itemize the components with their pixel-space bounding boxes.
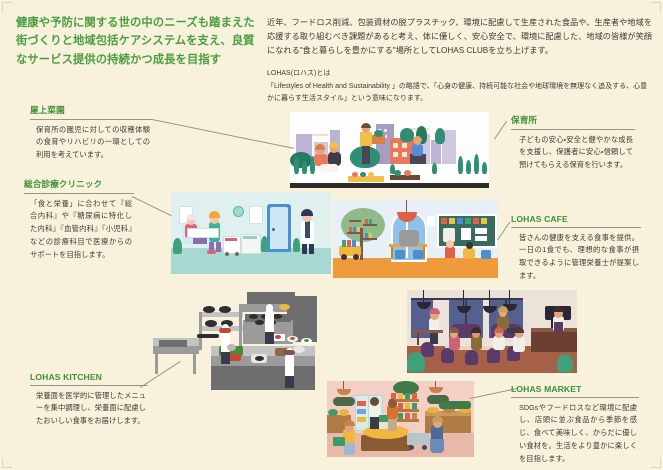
connector-cafe xyxy=(497,221,511,241)
callout-rooftop-garden-rule xyxy=(30,118,152,120)
connector-nursery xyxy=(494,120,508,140)
callout-rooftop-garden-title: 屋上菜園 xyxy=(30,105,65,115)
rooftop-illustration xyxy=(290,112,489,188)
callout-rooftop-garden-body: 保育所の園児に対しての収穫体験の食育やリハビリの一環としての利用を考えています。 xyxy=(36,124,150,160)
callout-cafe-body: 皆さんの健康を支える食事を提供。一日の1食でも、理想的な食事が摂取できるように管… xyxy=(519,232,639,281)
callout-nursery-body: 子どもの安心・安全と健やかな成長を支援し、保護者に安心・信頼して預けてもらえる保… xyxy=(519,134,633,170)
callout-nursery-title: 保育所 xyxy=(511,115,538,125)
callout-cafe-title: LOHAS CAFE xyxy=(511,214,568,224)
crop-mark-top-left xyxy=(2,2,12,12)
callout-clinic: 総合診療クリニック 「食と栄養」に合わせて『総合内科』や『糖尿病に特化した内科』… xyxy=(24,178,134,262)
nursery-illustration xyxy=(333,200,498,278)
lohas-definition-text: 「Lifestyles of Health and Sustainability… xyxy=(267,82,648,102)
callout-rooftop-garden: 屋上菜園 保育所の園児に対しての収穫体験の食育やリハビリの一環としての利用を考え… xyxy=(30,104,152,162)
lohas-definition-label: LOHAS(ロハス)とは xyxy=(267,70,331,77)
callout-cafe: LOHAS CAFE 皆さんの健康を支える食事を提供。一日の1食でも、理想的な食… xyxy=(511,214,641,283)
crop-mark-bottom-left xyxy=(2,458,12,468)
callout-kitchen: LOHAS KITCHEN 栄養面を医学的に管理したメニューを集中調理し、栄養面… xyxy=(30,372,148,428)
crop-mark-bottom-right xyxy=(651,458,661,468)
callout-kitchen-title: LOHAS KITCHEN xyxy=(30,372,102,382)
callout-market-body: SDGsやフードロスなど環境に配慮し、店頭に並ぶ食品から季節を感じ、食べて美味し… xyxy=(519,402,637,464)
callout-nursery-rule xyxy=(511,128,635,130)
callout-market-rule xyxy=(511,396,639,398)
market-illustration xyxy=(327,381,474,457)
callout-market-title: LOHAS MARKET xyxy=(511,384,582,394)
callout-clinic-title: 総合診療クリニック xyxy=(24,179,103,189)
kitchen-illustration xyxy=(135,292,325,397)
callout-clinic-body: 「食と栄養」に合わせて『総合内科』や『糖尿病に特化した内科』『血管内科』『小児科… xyxy=(30,198,132,260)
callout-cafe-rule xyxy=(511,226,641,228)
callout-kitchen-rule xyxy=(30,384,148,386)
callout-kitchen-body: 栄養面を医学的に管理したメニューを集中調理し、栄養面に配慮したおいしい食事をお届… xyxy=(36,390,146,426)
crop-mark-top-right xyxy=(651,2,661,12)
clinic-illustration xyxy=(171,192,331,274)
cafe-illustration xyxy=(407,290,577,373)
connector-rooftop xyxy=(151,119,295,149)
page-title: 健康や予防に関する世の中のニーズも踏まえた街づくりと地域包括ケアシステムを支え、… xyxy=(16,17,255,66)
lohas-definition: LOHAS(ロハス)とは 「Lifestyles of Health and S… xyxy=(267,68,652,104)
callout-market: LOHAS MARKET SDGsやフードロスなど環境に配慮し、店頭に並ぶ食品か… xyxy=(511,384,639,466)
connector-clinic xyxy=(131,196,172,217)
callout-clinic-rule xyxy=(24,192,134,194)
callout-nursery: 保育所 子どもの安心・安全と健やかな成長を支援し、保護者に安心・信頼して預けても… xyxy=(511,114,635,172)
intro-paragraph: 近年、フードロス削減、包装資材の脱プラスチック、環境に配慮して生産された食品や、… xyxy=(267,18,652,56)
